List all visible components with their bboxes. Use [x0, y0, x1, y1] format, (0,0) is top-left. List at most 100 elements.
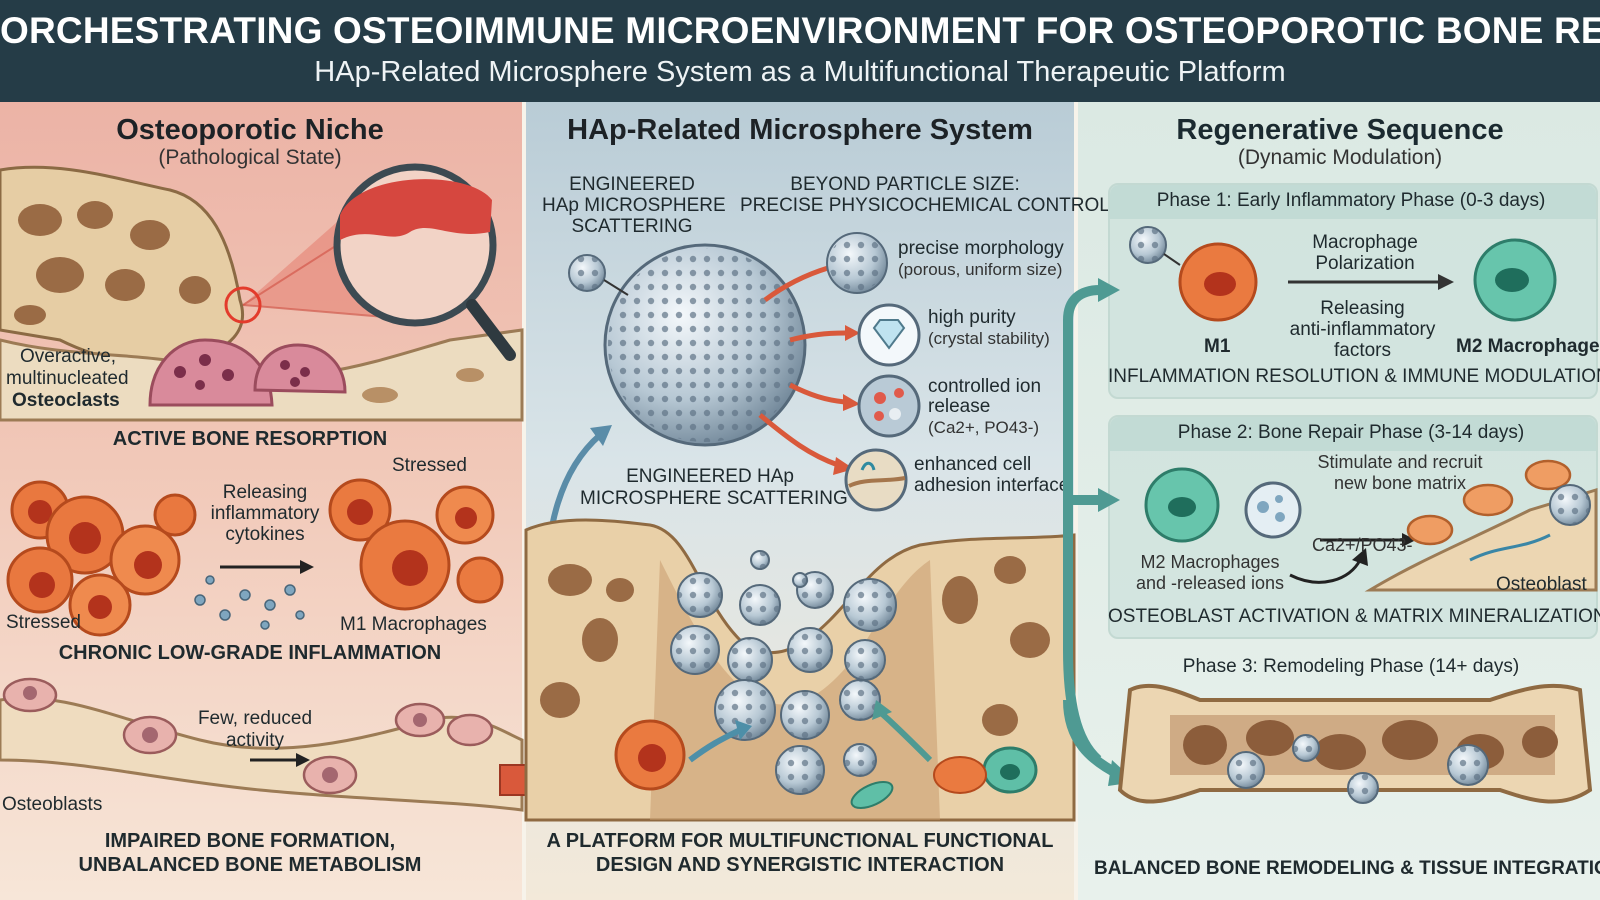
- microsphere-pores-icon: [716, 681, 774, 739]
- m2-macrophage-phase1-icon: [1473, 238, 1557, 322]
- microsphere-pores-icon: [846, 641, 884, 679]
- feature-ion-title: controlled ion: [928, 376, 1042, 397]
- microspheres-in-defect-icon: [670, 550, 897, 795]
- phase2-header: Phase 2: Bone Repair Phase (3-14 days): [1177, 422, 1525, 443]
- phase2-ions-label: Ca2+/PO43-: [1312, 535, 1413, 555]
- phase1-releasing-line1: Releasing: [1320, 298, 1405, 319]
- few-activity-line1: Few, reduced: [197, 708, 313, 729]
- feature-ion-detail: release: [928, 396, 991, 417]
- microsphere-pores-icon: [752, 552, 768, 568]
- few-activity-line2: activity: [225, 730, 285, 751]
- niche-title: Osteoporotic Niche: [116, 114, 384, 146]
- system-title: HAp-Related Microsphere System: [567, 114, 1033, 146]
- phase1-header: Phase 1: Early Inflammatory Phase (0-3 d…: [1156, 190, 1546, 211]
- phase1-m2-label: M2 Macrophage: [1456, 336, 1600, 357]
- caption-chronic-inflammation: CHRONIC LOW-GRADE INFLAMMATION: [58, 642, 442, 664]
- phase2-stimulate-line2: new bone matrix: [1333, 473, 1467, 493]
- phase3-header: Phase 3: Remodeling Phase (14+ days): [1182, 656, 1520, 677]
- microsphere-pores-icon: [845, 745, 875, 775]
- phase1-caption: INFLAMMATION RESOLUTION & IMMUNE MODULAT…: [1108, 366, 1600, 387]
- osteoblasts-label: Osteoblasts: [2, 794, 103, 815]
- m2-macrophage-in-defect-icon: [982, 746, 1038, 794]
- porous-sphere-icon: [826, 232, 888, 294]
- releasing-label-line2: inflammatory: [210, 503, 320, 524]
- porous-bone-icon: [0, 165, 245, 366]
- feature-arrows-icon: [758, 265, 846, 468]
- engineered-top-line2: HAp MICROSPHERE: [542, 195, 726, 216]
- phase1-releasing-line3: factors: [1333, 340, 1392, 361]
- caption-impaired-line1: IMPAIRED BONE FORMATION,: [104, 830, 396, 852]
- caption-impaired-line2: UNBALANCED BONE METABOLISM: [78, 854, 422, 876]
- magnifier-icon: [224, 163, 516, 361]
- stressed-label-left: Stressed: [6, 612, 81, 633]
- microsphere-pores-icon: [789, 629, 831, 671]
- engineered-top-line3: SCATTERING: [571, 216, 693, 237]
- caption-active-resorption: ACTIVE BONE RESORPTION: [112, 428, 388, 450]
- phase1-polarization-line2: Polarization: [1315, 253, 1415, 274]
- feature-purity-detail: (crystal stability): [928, 329, 1050, 348]
- osteoclast-label-line2: multinucleated: [6, 368, 129, 389]
- niche-subtitle: (Pathological State): [158, 146, 342, 169]
- osteoclast-label-line3: Osteoclasts: [12, 390, 120, 411]
- microsphere-pores-icon: [845, 580, 895, 630]
- m2-macrophage-phase2-icon: [1144, 467, 1220, 543]
- osteoblast-phase2-icon: [1406, 459, 1572, 546]
- crystal-icon: [857, 303, 921, 367]
- microsphere-pores-icon: [794, 574, 806, 586]
- phase2-stimulate-line1: Stimulate and recruit: [1317, 452, 1483, 472]
- engineered-bottom-line2: MICROSPHERE SCATTERING: [580, 488, 848, 509]
- feature-adhesion-title: enhanced cell: [914, 454, 1032, 475]
- engineered-top-line1: ENGINEERED: [569, 174, 695, 195]
- microsphere-pores-icon: [777, 747, 823, 793]
- microsphere-pores-icon: [782, 692, 828, 738]
- phase2-caption: OSTEOBLAST ACTIVATION & MATRIX MINERALIZ…: [1108, 606, 1600, 627]
- phase2-card: [1108, 415, 1598, 639]
- hap-microsphere-icon: [603, 243, 807, 447]
- phase2-m2-label-line1: M2 Macrophages: [1140, 552, 1280, 572]
- phase1-polarization-line1: Macrophage: [1312, 232, 1418, 253]
- beyond-particle-size-line2: PRECISE PHYSICOCHEMICAL CONTROL: [740, 195, 1110, 216]
- panel-divider: [522, 102, 526, 900]
- ion-release-icon: [857, 374, 921, 438]
- microsphere-pores-icon: [841, 681, 879, 719]
- stressed-label-right: Stressed: [392, 455, 467, 476]
- phase1-m1-label: M1: [1204, 336, 1231, 357]
- feature-morphology-title: precise morphology: [898, 238, 1064, 259]
- microsphere-pores-icon: [741, 586, 779, 624]
- stressed-macrophage-cluster-icon: [6, 480, 197, 637]
- remodeled-bone-icon: [1117, 683, 1593, 804]
- ion-vesicle-icon: [1244, 481, 1302, 539]
- sequence-title: Regenerative Sequence: [1176, 114, 1504, 146]
- microsphere-pores-icon: [679, 574, 721, 616]
- osteoclast-icon: [148, 338, 347, 407]
- releasing-label-line1: Releasing: [222, 482, 308, 503]
- feature-ion-extra: (Ca2+, PO43-): [928, 418, 1040, 437]
- osteoclast-label-line1: Overactive,: [20, 346, 117, 367]
- header-banner: ORCHESTRATING OSTEOIMMUNE MICROENVIRONME…: [0, 0, 1600, 102]
- beyond-particle-size-line1: BEYOND PARTICLE SIZE:: [790, 174, 1020, 195]
- releasing-label-line3: cytokines: [225, 524, 305, 545]
- phase3-caption: BALANCED BONE REMODELING & TISSUE INTEGR…: [1094, 858, 1600, 879]
- cell-adhesion-icon: [844, 448, 908, 512]
- feature-adhesion-detail: adhesion interface: [914, 475, 1070, 496]
- feature-morphology-detail: (porous, uniform size): [898, 260, 1063, 279]
- m1-macrophages-label: M1 Macrophages: [340, 614, 487, 635]
- engineered-bottom-line1: ENGINEERED HAp: [626, 466, 794, 487]
- phase2-m2-label-line2: and -released ions: [1135, 573, 1285, 593]
- m1-macrophage-phase1-icon: [1178, 242, 1258, 322]
- m1-macrophage-in-defect-icon: [614, 719, 686, 791]
- phase1-releasing-line2: anti-inflammatory: [1289, 319, 1436, 340]
- m1-macrophage-icon: [328, 478, 504, 611]
- sequence-subtitle: (Dynamic Modulation): [1237, 146, 1443, 169]
- microsphere-pores-icon: [672, 627, 718, 673]
- feature-purity-title: high purity: [928, 307, 1016, 328]
- microsphere-pores-icon: [729, 639, 771, 681]
- phase2-osteoblast-label: Osteoblast: [1496, 574, 1587, 595]
- main-subtitle: HAp-Related Microsphere System as a Mult…: [314, 56, 1286, 88]
- platform-caption-line1: A PLATFORM FOR MULTIFUNCTIONAL FUNCTIONA…: [546, 830, 1054, 852]
- cytokine-particles-icon: [194, 575, 305, 630]
